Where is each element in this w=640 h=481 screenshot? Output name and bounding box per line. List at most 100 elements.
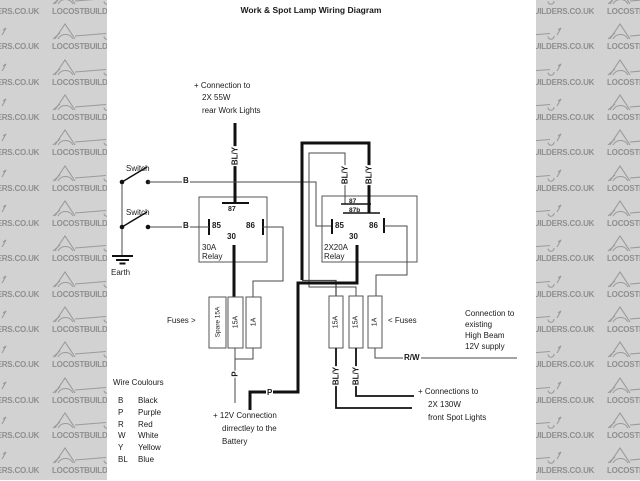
right-fuse-boxes bbox=[328, 295, 383, 349]
watermark-text: LOCOSTBUILDERS.CO.UK bbox=[607, 77, 640, 87]
watermark-tile: LOCOSTBUILDERS.CO.UK bbox=[0, 233, 52, 269]
high-beam-note-line4: 12V supply bbox=[465, 342, 505, 351]
watermark-text: LOCOSTBUILDERS.CO.UK bbox=[496, 466, 595, 476]
right-relay-name-line2: Relay bbox=[324, 251, 345, 261]
wire-label-p-fuse: P bbox=[230, 370, 240, 378]
watermark-text: LOCOSTBUILDERS.CO.UK bbox=[52, 218, 151, 228]
locost-car-logo-icon bbox=[607, 235, 640, 252]
locost-car-logo-icon bbox=[52, 93, 118, 111]
watermark-text: LOCOSTBUILDERS.CO.UK bbox=[496, 430, 595, 440]
watermark-text: LOCOSTBUILDERS.CO.UK bbox=[496, 360, 595, 370]
watermark-tile: LOCOSTBUILDERS.CO.UK bbox=[0, 304, 52, 340]
watermark-text: LOCOSTBUILDERS.CO.UK bbox=[0, 112, 40, 122]
legend-code-w: W bbox=[118, 431, 126, 440]
watermark-tile: LOCOSTBUILDERS.CO.UK bbox=[0, 410, 52, 446]
switch1-arm bbox=[121, 166, 148, 183]
watermark-text: LOCOSTBUILDERS.CO.UK bbox=[496, 395, 595, 405]
watermark-text: LOCOSTBUILDERS.CO.UK bbox=[496, 254, 595, 264]
watermark-text: LOCOSTBUILDERS.CO.UK bbox=[0, 395, 40, 405]
left-relay-pin-30: 30 bbox=[227, 232, 236, 241]
watermark-text: LOCOSTBUILDERS.CO.UK bbox=[607, 254, 640, 264]
spot-lamp-1-bly-wire bbox=[335, 348, 412, 409]
watermark-text: LOCOSTBUILDERS.CO.UK bbox=[607, 42, 640, 52]
watermark-text: LOCOSTBUILDERS.CO.UK bbox=[0, 289, 40, 299]
locost-car-logo-icon bbox=[1, 204, 7, 213]
watermark-text: LOCOSTBUILDERS.CO.UK bbox=[0, 148, 40, 158]
watermark-text: LOCOSTBUILDERS.CO.UK bbox=[607, 360, 640, 370]
wire-label-bly-spot2: BL/Y bbox=[351, 365, 361, 387]
fuse-right-15a-2-label: 15A bbox=[352, 315, 360, 329]
locost-car-logo-icon bbox=[607, 447, 640, 464]
watermark-tile: LOCOSTBUILDERS.CO.UK bbox=[607, 339, 640, 375]
spot-lights-note-line2: 2X 130W bbox=[428, 400, 461, 409]
watermark-text: LOCOSTBUILDERS.CO.UK bbox=[496, 42, 595, 52]
watermark-text: LOCOSTBUILDERS.CO.UK bbox=[0, 77, 40, 87]
watermark-text: LOCOSTBUILDERS.CO.UK bbox=[496, 289, 595, 299]
right-relay-pin-87b: 87b bbox=[349, 206, 361, 214]
watermark-tile: LOCOSTBUILDERS.CO.UK bbox=[607, 127, 640, 163]
watermark-text: LOCOSTBUILDERS.CO.UK bbox=[52, 112, 151, 122]
watermark-text: LOCOSTBUILDERS.CO.UK bbox=[496, 324, 595, 334]
spot-lights-note-line3: front Spot Lights bbox=[428, 413, 487, 422]
watermark-text: LOCOSTBUILDERS.CO.UK bbox=[0, 42, 40, 52]
fuse-left-spare-label: Spare 15A bbox=[214, 306, 221, 338]
legend-name-blue: Blue bbox=[138, 455, 155, 464]
locost-car-logo-icon bbox=[1, 275, 7, 283]
watermark-tile: LOCOSTBUILDERS.CO.UK bbox=[0, 92, 52, 128]
watermark-text: LOCOSTBUILDERS.CO.UK bbox=[52, 148, 151, 158]
legend-code-y: Y bbox=[118, 443, 124, 452]
locost-car-logo-icon bbox=[607, 341, 640, 358]
watermark-tile: LOCOSTBUILDERS.CO.UK bbox=[0, 445, 52, 481]
battery-note-line2: dirrectley to the bbox=[222, 424, 277, 433]
locost-car-logo-icon bbox=[607, 376, 640, 394]
watermark-text: LOCOSTBUILDERS.CO.UK bbox=[607, 395, 640, 405]
watermark-tile: LOCOSTBUILDERS.CO.UK bbox=[607, 269, 640, 305]
watermark-text: LOCOSTBUILDERS.CO.UK bbox=[607, 430, 640, 440]
page-title: Work & Spot Lamp Wiring Diagram bbox=[240, 5, 382, 15]
watermark-text: LOCOSTBUILDERS.CO.UK bbox=[0, 218, 40, 228]
earth-label: Earth bbox=[111, 268, 131, 277]
watermark-tile: LOCOSTBUILDERS.CO.UK bbox=[0, 163, 52, 199]
watermark-text: LOCOSTBUILDERS.CO.UK bbox=[496, 7, 595, 16]
switch2-arm bbox=[121, 211, 148, 228]
legend-code-b: B bbox=[118, 396, 124, 405]
locost-car-logo-icon bbox=[1, 451, 7, 460]
legend-heading: Wire Coulours bbox=[113, 378, 164, 387]
locost-car-logo-icon bbox=[1, 133, 7, 142]
locost-car-logo-icon bbox=[1, 345, 7, 354]
watermark-text: LOCOSTBUILDERS.CO.UK bbox=[496, 112, 595, 122]
watermark-tile: LOCOSTBUILDERS.CO.UK bbox=[0, 198, 52, 234]
right-relay-87b-to-fuse-wire bbox=[302, 279, 337, 296]
switch1-b-wire bbox=[148, 181, 332, 227]
watermark-text: LOCOSTBUILDERS.CO.UK bbox=[52, 254, 151, 264]
switch-contact-dots bbox=[119, 179, 151, 230]
watermark-tile: LOCOSTBUILDERS.CO.UK bbox=[0, 57, 52, 93]
watermark-tile: LOCOSTBUILDERS.CO.UK bbox=[607, 375, 640, 411]
watermark-text: LOCOSTBUILDERS.CO.UK bbox=[0, 466, 40, 476]
left-fuse-boxes bbox=[208, 296, 262, 349]
right-relay-87-output-wire bbox=[308, 152, 357, 296]
high-beam-note-line1: Connection to bbox=[465, 309, 515, 318]
left-relay-pin-86: 86 bbox=[246, 221, 255, 230]
right-relay-86-coil-wire bbox=[375, 225, 408, 296]
legend-name-yellow: Yellow bbox=[138, 443, 161, 452]
watermark-text: LOCOSTBUILDERS.CO.UK bbox=[607, 324, 640, 334]
watermark-tile: LOCOSTBUILDERS.CO.UK bbox=[607, 57, 640, 93]
watermark-tile: LOCOSTBUILDERS.CO.UK bbox=[0, 21, 52, 57]
work-lights-note-line1: + Connection to bbox=[194, 81, 251, 90]
watermark-text: LOCOSTBUILDERS.CO.UK bbox=[52, 42, 151, 52]
watermark-text: LOCOSTBUILDERS.CO.UK bbox=[607, 148, 640, 158]
wire-label-rw: R/W bbox=[403, 353, 421, 362]
watermark-text: LOCOSTBUILDERS.CO.UK bbox=[0, 7, 40, 16]
high-beam-rw-wire bbox=[374, 348, 517, 359]
left-fuses-label: Fuses > bbox=[167, 316, 196, 325]
watermark-tile: LOCOSTBUILDERS.CO.UK bbox=[607, 304, 640, 340]
watermark-tile: LOCOSTBUILDERS.CO.UK bbox=[607, 233, 640, 269]
fuse-left-1a-label: 1A bbox=[250, 317, 257, 327]
work-lights-note-line3: rear Work Lights bbox=[202, 106, 261, 115]
right-relay-pin-86: 86 bbox=[369, 221, 378, 230]
watermark-text: LOCOSTBUILDERS.CO.UK bbox=[52, 430, 151, 440]
watermark-tile: LOCOSTBUILDERS.CO.UK bbox=[607, 0, 640, 22]
